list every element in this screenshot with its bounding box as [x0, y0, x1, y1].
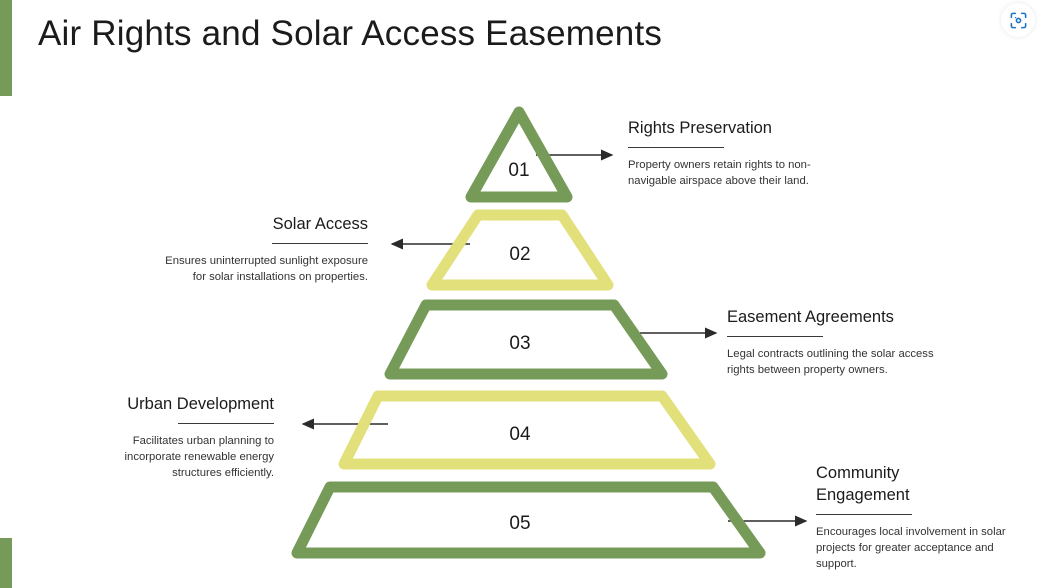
tier-4-body: Facilitates urban planning to incorporat… [124, 434, 274, 479]
pyramid-tier-2-number: 02 [509, 244, 530, 265]
tier-1-divider [628, 146, 724, 148]
tier-5-divider [816, 513, 912, 515]
tier-5-body: Encourages local involvement in solar pr… [816, 525, 1006, 570]
pyramid-tier-5-number: 05 [509, 513, 530, 534]
tier-2-body: Ensures uninterrupted sunlight exposure … [165, 254, 368, 283]
page-title: Air Rights and Solar Access Easements [38, 14, 663, 53]
tier-5-heading: Community Engagement [816, 464, 910, 504]
tier-4-divider [178, 422, 274, 424]
tier-2-divider [272, 242, 368, 244]
tier-5-text-block: Community Engagement Encourages local in… [816, 463, 1028, 572]
pyramid-tier-5-shape[interactable] [291, 481, 766, 559]
pyramid-tier-2-shape[interactable] [426, 209, 614, 291]
tier-3-body: Legal contracts outlining the solar acce… [727, 347, 934, 376]
tier-1-body: Property owners retain rights to non-nav… [628, 158, 811, 187]
pyramid-tier-1-shape[interactable] [465, 106, 573, 203]
tier-1-heading: Rights Preservation [628, 119, 772, 137]
tier-3-heading: Easement Agreements [727, 308, 894, 326]
tier-2-heading: Solar Access [272, 215, 368, 233]
pyramid-tier-3-shape[interactable] [384, 299, 668, 380]
pyramid-tier-4-number: 04 [509, 424, 531, 445]
tier-4-heading: Urban Development [127, 395, 274, 413]
pyramid-tier-1-number: 01 [508, 160, 529, 181]
tier-2-text-block: Solar Access Ensures uninterrupted sunli… [165, 214, 368, 285]
scan-capture-icon [1010, 12, 1026, 28]
tier-4-text-block: Urban Development Facilitates urban plan… [88, 394, 274, 481]
pyramid-tier-4-shape[interactable] [338, 390, 716, 470]
accent-bar-top [0, 0, 12, 96]
tier-1-text-block: Rights Preservation Property owners reta… [628, 118, 853, 189]
accent-bar-bottom [0, 538, 12, 588]
capture-button[interactable] [1001, 3, 1035, 37]
tier-3-text-block: Easement Agreements Legal contracts outl… [727, 307, 939, 378]
pyramid-tier-3-number: 03 [509, 333, 530, 354]
tier-3-divider [727, 335, 823, 337]
